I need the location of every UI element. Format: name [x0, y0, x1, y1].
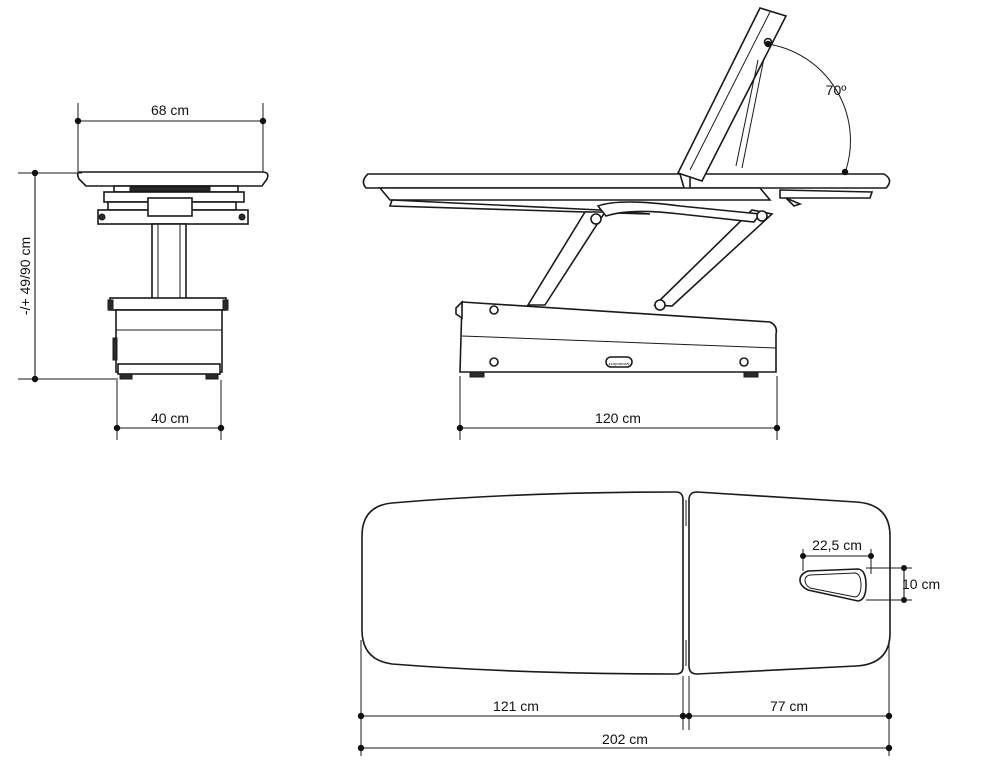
section-main-label: 121 cm [493, 698, 539, 714]
face-hole-length-label: 22,5 cm [812, 537, 862, 553]
scissor-arm-1 [526, 211, 607, 306]
face-hole-width-label: 10 cm [902, 576, 940, 592]
side-backrest [676, 7, 788, 182]
top-main-section [361, 491, 684, 675]
front-width-label: 68 cm [151, 102, 189, 118]
section-head-label: 77 cm [770, 698, 808, 714]
base-badge [605, 356, 633, 368]
front-tabletop [76, 171, 269, 187]
side-view: ecopostural 70º 120 cm [362, 7, 891, 440]
side-tabletop-main [362, 173, 686, 189]
side-base [459, 301, 778, 373]
base-width-label: 40 cm [151, 410, 189, 426]
total-length-label: 202 cm [602, 731, 648, 747]
base-badge-text: ecopostural [609, 361, 630, 366]
side-length-label: 120 cm [595, 410, 641, 426]
top-head-section [688, 491, 891, 675]
scissor-arm-2 [653, 209, 774, 307]
front-view: 68 cm -/+ 49/90 cm [17, 102, 269, 440]
backrest-angle-label: 70º [826, 82, 847, 98]
face-hole [799, 568, 867, 602]
front-height-label: -/+ 49/90 cm [17, 237, 33, 315]
side-tabletop-head [689, 173, 891, 189]
top-view: 22,5 cm 10 cm 121 cm 77 cm 202 cm [357, 491, 940, 756]
